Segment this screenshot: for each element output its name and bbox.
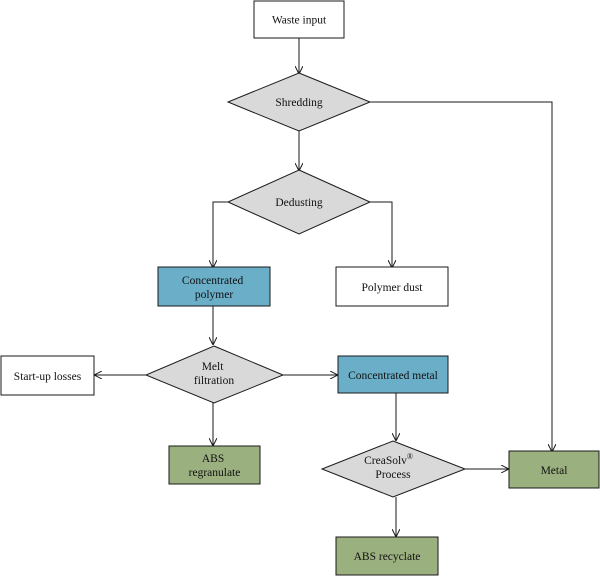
concentrated-polymer-label: Concentrated polymer [182,275,246,301]
dedusting-diamond [226,169,372,235]
node-abs-recyclate: ABS recyclate [335,536,439,576]
metal-box [508,450,600,489]
abs-regranulate-line1: ABS [202,453,224,465]
creasolv-line1: CreaSolv [364,455,407,467]
melt-filtration-line2: filtration [194,375,234,387]
abs-regranulate-box [168,445,261,485]
creasolv-registered-mark: ® [407,452,413,461]
abs-regranulate-label: ABS regranulate [189,453,241,479]
creasolv-diamond [320,440,467,498]
node-concentrated-polymer: Concentrated polymer [157,266,271,307]
creasolv-label: CreaSolv® Process [364,450,416,481]
melt-filtration-label: Melt filtration [194,361,234,387]
waste-input-box [253,0,345,39]
edge-dedusting-to-concentrated-polymer [213,201,228,267]
concentrated-metal-label: Concentrated metal [348,370,438,382]
abs-recyclate-box [335,536,439,576]
concentrated-polymer-line2: polymer [195,289,233,301]
node-waste-input: Waste input [253,0,345,39]
node-abs-regranulate: ABS regranulate [168,445,261,485]
node-metal: Metal [508,450,600,489]
edge-shredding-to-metal [370,101,552,451]
waste-input-label: Waste input [272,15,327,27]
shredding-label: Shredding [275,97,323,109]
node-startup-losses: Start-up losses [0,355,95,396]
node-shredding: Shredding [226,72,372,132]
node-melt-filtration: Melt filtration [144,345,285,404]
node-concentrated-metal: Concentrated metal [337,355,449,394]
metal-label: Metal [541,465,568,477]
node-polymer-dust: Polymer dust [335,266,449,307]
creasolv-line2: Process [375,469,411,481]
abs-recyclate-label: ABS recyclate [354,551,421,563]
concentrated-metal-box [337,355,449,394]
abs-regranulate-line2: regranulate [189,467,241,479]
node-dedusting: Dedusting [226,169,372,235]
dedusting-label: Dedusting [275,197,323,209]
melt-filtration-line1: Melt [202,361,225,373]
concentrated-polymer-box [157,266,271,307]
edge-dedusting-to-polymer-dust [370,201,392,267]
shredding-diamond [226,72,372,132]
concentrated-polymer-line1: Concentrated [182,275,244,287]
connectors [95,38,552,536]
polymer-dust-box [335,266,449,307]
polymer-dust-label: Polymer dust [361,282,423,294]
melt-filtration-diamond [144,345,285,404]
startup-losses-label: Start-up losses [14,371,82,383]
startup-losses-box [0,355,95,396]
node-creasolv-process: CreaSolv® Process [320,440,467,498]
